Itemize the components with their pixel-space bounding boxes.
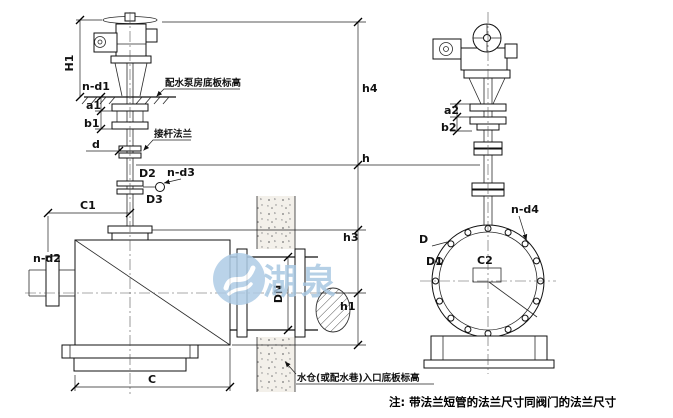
center-pad <box>472 267 502 283</box>
watermark: 湖泉 <box>213 253 339 305</box>
stem-flange-leader <box>143 139 191 151</box>
nd4-leader <box>518 215 528 241</box>
valve-body <box>74 239 231 346</box>
dim-label-a2: a2 <box>444 104 459 117</box>
dim-label-b1: b1 <box>84 117 100 130</box>
sump-floor-leader <box>284 361 297 375</box>
left-view-geometry <box>28 12 351 392</box>
dim-label-h4: h4 <box>362 82 378 95</box>
dim-label-D: D <box>419 233 428 246</box>
yoke <box>114 62 123 97</box>
yoke <box>468 77 482 105</box>
dim-label-D2: D2 <box>139 167 156 180</box>
dim-label-a1: a1 <box>86 99 101 112</box>
motor <box>432 38 462 60</box>
dim-label-h1: h1 <box>340 300 356 313</box>
annotation-sump-floor: 水仓(或配水巷)入口底板标高 <box>297 372 420 384</box>
dim-label-nd4: n-d4 <box>511 203 539 216</box>
dim-label-D1: D1 <box>426 255 443 268</box>
inlet-stub <box>28 255 75 307</box>
dim-label-nd1: n-d1 <box>82 80 110 93</box>
dim-label-D3: D3 <box>146 193 163 206</box>
right-electric-actuator <box>432 23 518 105</box>
dim-label-C1: C1 <box>80 199 96 212</box>
pipe-section-cut <box>315 287 351 333</box>
dim-label-H1: H1 <box>63 55 76 72</box>
annotation-stem-flange: 接杆法兰 <box>154 128 193 140</box>
dimension-lines <box>43 15 528 392</box>
dim-label-b2: b2 <box>441 121 457 134</box>
dim-label-h3: h3 <box>343 231 359 244</box>
electric-actuator <box>93 12 158 97</box>
dim-label-C: C <box>148 373 156 386</box>
drawing-note: 注: 带法兰短管的法兰尺寸同阀门的法兰尺寸 <box>389 395 617 409</box>
dim-label-d: d <box>92 138 100 151</box>
dim-label-DN: DN <box>272 285 285 303</box>
nd3-leader <box>163 178 182 185</box>
bolt-symbol <box>155 182 165 192</box>
watermark-brand-text: 湖泉 <box>263 263 339 303</box>
labels: H1 n-d1 a1 b1 d D2 n-d3 D3 C1 n-d2 DN C … <box>33 55 617 409</box>
dim-label-h: h <box>362 152 370 165</box>
right-base <box>423 335 555 369</box>
dim-label-nd2: n-d2 <box>33 252 61 265</box>
centerlines <box>25 12 556 394</box>
pump-floor-leader <box>156 88 240 97</box>
dim-label-nd3: n-d3 <box>167 166 195 179</box>
right-view-geometry <box>423 23 555 369</box>
dim-label-C2: C2 <box>477 254 493 267</box>
annotation-pump-floor: 配水泵房底板标高 <box>165 77 242 89</box>
